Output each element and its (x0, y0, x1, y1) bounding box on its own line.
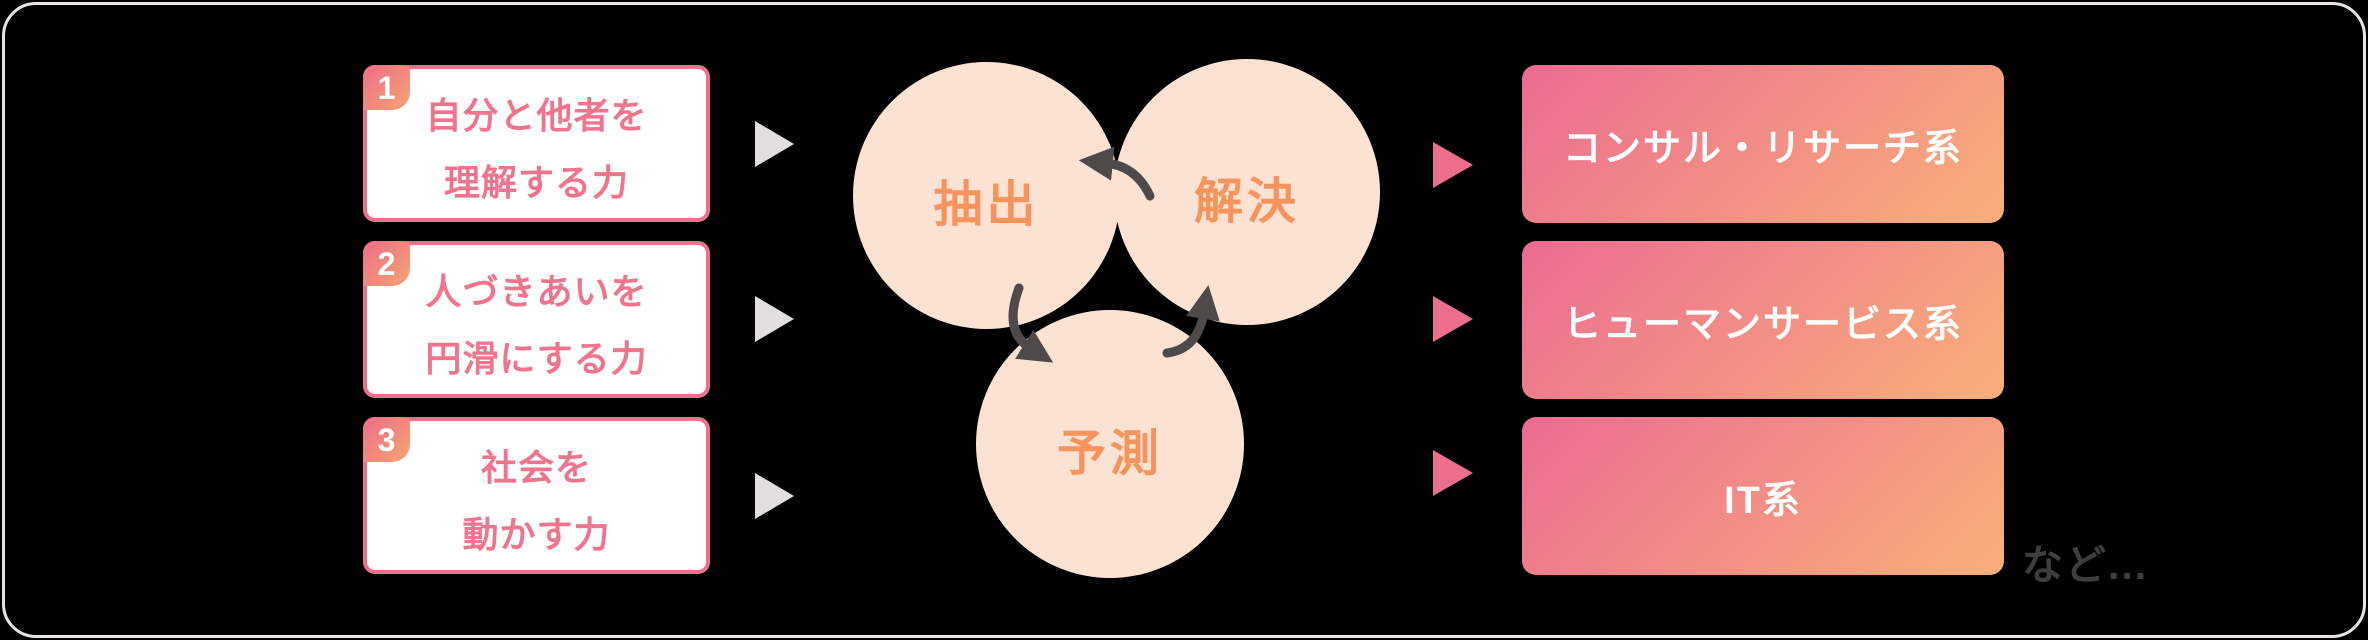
gray-right-arrow-icon-2 (755, 296, 794, 342)
badge-number: 1 (377, 69, 396, 106)
pink-right-arrow-icon-1 (1433, 142, 1473, 188)
cycle-circle-predict-label: 予測 (1056, 426, 1163, 481)
number-badge-2: 2 (363, 241, 410, 286)
career-box-human-service: ヒューマンサービス系 (1522, 241, 2004, 399)
skill-box-1-line-2: 理解する力 (443, 161, 629, 203)
cycle-circle-solve: 解決 (1114, 59, 1380, 325)
skill-box-2: 2 人づきあいを 円滑にする力 (363, 241, 710, 398)
etc-label: など... (2022, 542, 2149, 588)
skill-box-3-line-2: 動かす力 (462, 513, 611, 555)
cycle-circle-predict: 予測 (976, 310, 1244, 578)
skill-box-1-line-1: 自分と他者を (425, 94, 648, 136)
arrow-solve-to-extract-icon (1078, 146, 1155, 201)
career-box-it: IT系 (1522, 417, 2004, 575)
cycle-circle-solve-label: 解決 (1193, 174, 1300, 229)
arrow-extract-to-predict-icon (1008, 283, 1054, 363)
number-badge-1: 1 (363, 65, 410, 110)
badge-number: 2 (377, 245, 396, 282)
arrow-predict-to-solve-icon (1162, 284, 1220, 358)
number-badge-3: 3 (363, 417, 410, 462)
pink-right-arrow-icon-3 (1433, 450, 1473, 496)
gray-right-arrow-icon-3 (755, 473, 794, 519)
career-box-consulting: コンサル・リサーチ系 (1522, 65, 2004, 223)
career-box-it-label: IT系 (1724, 479, 1802, 522)
cycle-circle-extract-label: 抽出 (933, 178, 1040, 232)
skill-box-3: 3 社会を 動かす力 (363, 417, 710, 574)
career-box-human-service-label: ヒューマンサービス系 (1562, 303, 1963, 346)
gray-right-arrow-icon-1 (755, 121, 794, 167)
badge-number: 3 (377, 421, 396, 458)
pink-right-arrow-icon-2 (1433, 296, 1473, 342)
skill-box-1: 1 自分と他者を 理解する力 (363, 65, 710, 222)
skill-box-2-line-2: 円滑にする力 (425, 337, 648, 379)
cycle-circle-extract: 抽出 (853, 62, 1120, 329)
skill-box-3-line-1: 社会を (480, 446, 592, 488)
career-box-consulting-label: コンサル・リサーチ系 (1562, 127, 1963, 170)
skill-box-2-line-1: 人づきあいを (425, 270, 648, 312)
